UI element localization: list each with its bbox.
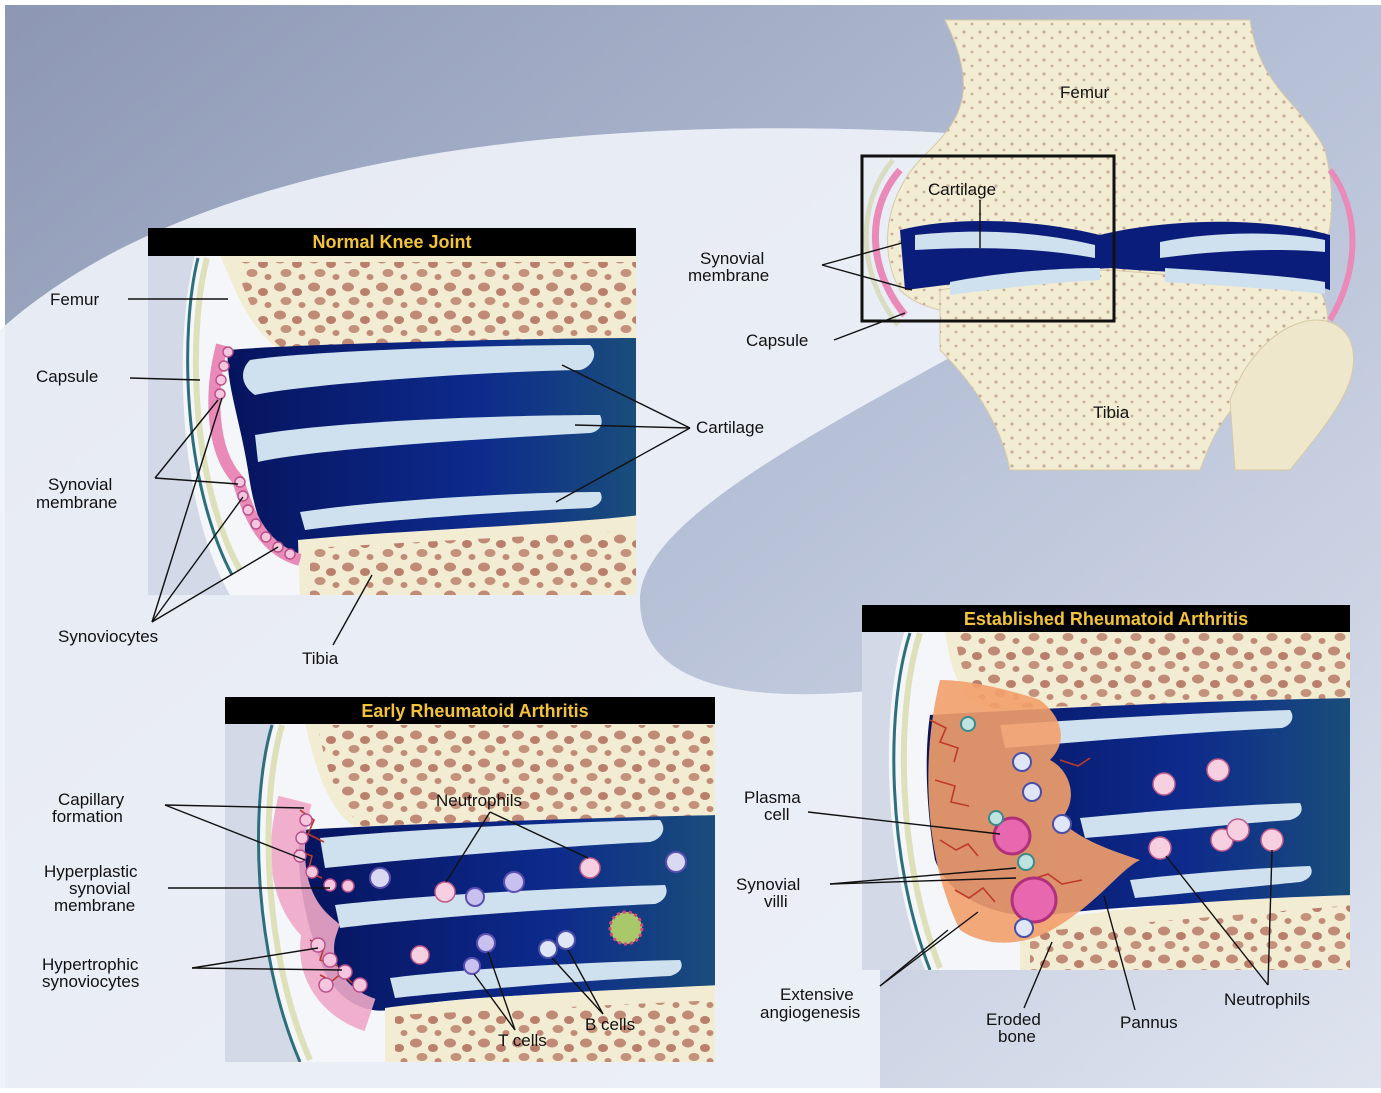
normal-synovial-label-1: Synovial (48, 475, 112, 494)
established-neutrophils-label: Neutrophils (1224, 990, 1310, 1009)
normal-synoviocytes-label: Synoviocytes (58, 627, 158, 646)
early-bcells-label: B cells (585, 1015, 635, 1034)
overview-capsule-label: Capsule (746, 331, 808, 350)
early-femur-texture (318, 725, 720, 826)
early-hypertrophic-label-2: synoviocytes (42, 972, 139, 991)
established-panel: Established Rheumatoid Arthritis (855, 605, 1355, 975)
established-plasma-cell-2 (1012, 878, 1056, 922)
normal-tibia-label: Tibia (302, 649, 339, 668)
overview-tibia-label: Tibia (1093, 403, 1130, 422)
overview-synovial-label-2: membrane (688, 266, 769, 285)
early-neutrophils-label: Neutrophils (436, 791, 522, 810)
early-capillary-label-2: formation (52, 807, 123, 826)
established-angio-label-2: angiogenesis (760, 1003, 860, 1022)
early-tcells-label: T cells (498, 1031, 547, 1050)
normal-title: Normal Knee Joint (312, 232, 471, 252)
early-panel: Early Rheumatoid Arthritis (220, 697, 720, 1065)
established-villi-label-2: villi (764, 892, 788, 911)
normal-femur-texture (235, 262, 640, 348)
normal-capsule-label: Capsule (36, 367, 98, 386)
normal-synovial-label-2: membrane (36, 493, 117, 512)
normal-panel: Normal Knee Joint (140, 228, 640, 600)
early-hyperplastic-label-3: membrane (54, 896, 135, 915)
early-title: Early Rheumatoid Arthritis (361, 701, 588, 721)
normal-cartilage-label: Cartilage (696, 418, 764, 437)
normal-femur-label: Femur (50, 290, 99, 309)
established-angio-label-1: Extensive (780, 985, 854, 1004)
established-plasma-label-2: cell (764, 805, 790, 824)
established-title: Established Rheumatoid Arthritis (964, 609, 1248, 629)
overview-femur-label: Femur (1060, 83, 1109, 102)
early-macrophage (610, 912, 642, 944)
overview-cartilage-label: Cartilage (928, 180, 996, 199)
established-pannus-label: Pannus (1120, 1013, 1178, 1032)
established-eroded-label-2: bone (998, 1027, 1036, 1046)
